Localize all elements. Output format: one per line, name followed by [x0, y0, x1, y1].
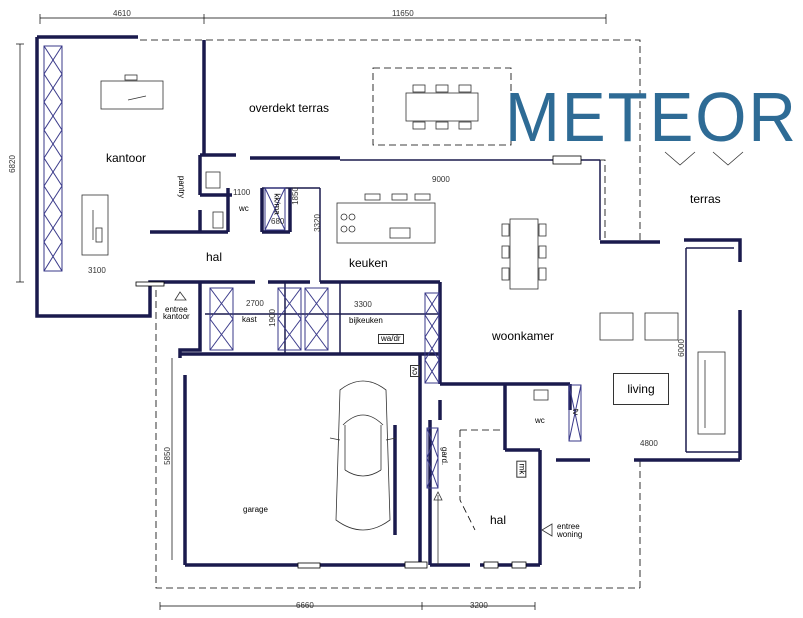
- room-keuken: keuken: [349, 256, 388, 270]
- meteor-logo: METEOR: [505, 78, 798, 156]
- room-kantoor: kantoor: [106, 151, 147, 165]
- room-woonkamer: woonkamer: [492, 329, 555, 343]
- dim-1900: 1900: [267, 309, 277, 327]
- room-hal-top: hal: [206, 250, 223, 264]
- dim-3300: 3300: [354, 300, 372, 309]
- room-wa-dr: wa/dr: [378, 334, 404, 344]
- dim-1850: 1850: [290, 187, 300, 205]
- room-gard: gard.: [440, 446, 450, 466]
- entree-woning-line2: woning: [557, 530, 583, 539]
- room-kk-ma: kk/ma: [272, 193, 282, 215]
- room-cv: cv: [410, 365, 420, 377]
- room-wc-right: wc: [535, 416, 545, 425]
- dim-left-vertical: 6820: [7, 155, 17, 173]
- entree-kantoor-line1: entree: [165, 305, 188, 314]
- room-pantry: pantry: [177, 175, 187, 199]
- dim-6000: 6000: [676, 339, 686, 357]
- entree-kantoor-line2: kantoor: [163, 312, 190, 321]
- room-bijkeuken: bijkeuken: [349, 316, 383, 325]
- room-kast: kast: [242, 315, 257, 324]
- dim-2700: 2700: [246, 299, 264, 308]
- room-living: living: [613, 373, 669, 405]
- dim-top-left: 4610: [113, 9, 131, 18]
- dim-bottom-right: 3200: [470, 601, 488, 610]
- dim-top-right: 11650: [392, 9, 414, 18]
- room-tv: tv: [571, 408, 581, 416]
- dim-3100: 3100: [88, 266, 106, 275]
- dim-bottom-left: 6660: [296, 601, 314, 610]
- room-wc-top: wc: [239, 204, 249, 213]
- entree-woning-line1: entree: [557, 522, 580, 531]
- dim-4800: 4800: [640, 439, 658, 448]
- dim-1100: 1100: [233, 188, 251, 197]
- dim-3320: 3320: [312, 214, 322, 232]
- room-garage: garage: [243, 505, 268, 514]
- room-mk: mk: [516, 460, 527, 478]
- room-terras: terras: [690, 192, 721, 206]
- room-hal-bottom: hal: [490, 513, 507, 527]
- dim-9000: 9000: [432, 175, 450, 184]
- dim-5850: 5850: [162, 447, 172, 465]
- room-overdekt-terras: overdekt terras: [249, 101, 330, 115]
- dim-680: 680: [271, 217, 285, 226]
